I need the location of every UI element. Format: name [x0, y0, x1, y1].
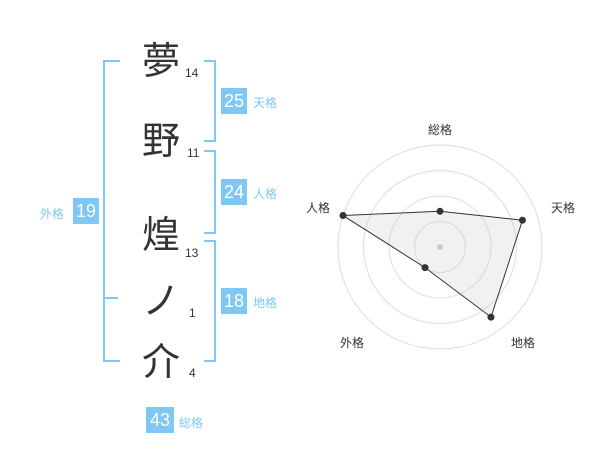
- stroke-count-3: 13: [185, 246, 199, 260]
- radar-ring: [363, 170, 517, 324]
- stroke-count-4: 1: [189, 306, 196, 320]
- stroke-count-2: 11: [187, 146, 200, 160]
- axis-label-gaikaku: 外格: [340, 336, 365, 350]
- axis-label-soukaku: 総格: [428, 123, 453, 137]
- gaikaku-bracket: [103, 60, 120, 362]
- gaikaku-label: 外格: [40, 207, 65, 221]
- radar-point-0: [436, 207, 444, 215]
- radar-ring: [388, 195, 492, 299]
- radar-point-2: [487, 313, 495, 321]
- name-char-1: 夢: [142, 39, 181, 83]
- chikaku-label: 地格: [253, 296, 278, 310]
- radar-center: [437, 244, 443, 250]
- radar-ring: [337, 144, 543, 350]
- tenkaku-bracket: [204, 60, 216, 142]
- tenkaku-value: 25: [221, 88, 247, 114]
- name-char-4: ノ: [142, 279, 181, 323]
- gaikaku-bracket-tick: [105, 297, 118, 299]
- name-char-5: 介: [142, 340, 181, 384]
- tenkaku-label: 天格: [253, 96, 278, 110]
- radar-point-4: [339, 211, 347, 219]
- radar-ring: [414, 221, 466, 273]
- name-char-2: 野: [142, 119, 181, 163]
- axis-label-jinkaku: 人格: [306, 201, 331, 215]
- soukaku-value: 43: [146, 407, 174, 433]
- axis-label-tenkaku: 天格: [551, 201, 576, 215]
- radar-polygon: [341, 210, 524, 318]
- stroke-count-5: 4: [189, 366, 196, 380]
- jinkaku-label: 人格: [253, 187, 278, 201]
- jinkaku-value: 24: [221, 179, 247, 205]
- name-char-3: 煌: [142, 213, 181, 257]
- jinkaku-bracket: [204, 150, 216, 234]
- axis-label-chikaku: 地格: [511, 336, 536, 350]
- stroke-count-1: 14: [185, 66, 199, 80]
- chikaku-bracket: [204, 240, 216, 362]
- chikaku-value: 18: [221, 288, 247, 314]
- gaikaku-value: 19: [73, 198, 99, 224]
- radar-point-1: [518, 216, 526, 224]
- soukaku-label: 総格: [179, 416, 204, 430]
- radar-point-3: [421, 264, 429, 272]
